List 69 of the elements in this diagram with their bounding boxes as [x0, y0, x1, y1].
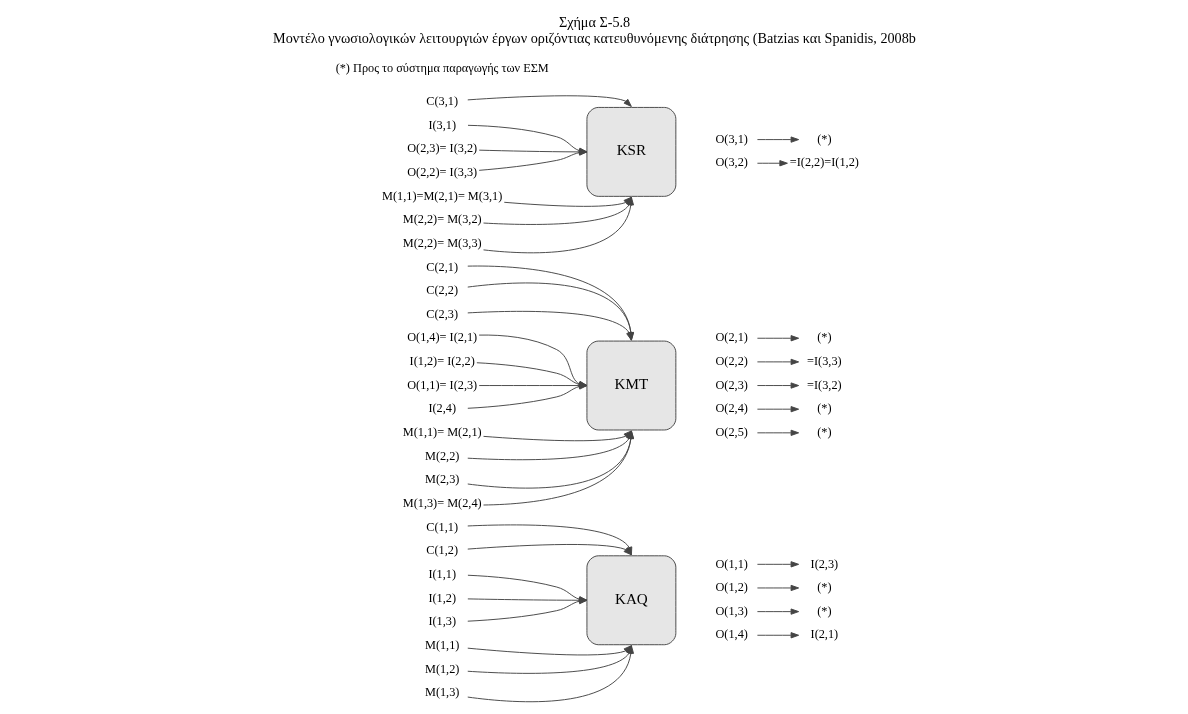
arrow — [756, 160, 788, 167]
arrow — [756, 632, 799, 639]
node-text: O(3,1) — [714, 131, 748, 146]
node-text: C(2,1) — [425, 259, 458, 274]
node-text: I(2,1) — [810, 627, 838, 642]
node-text: I(2,3) — [810, 556, 838, 571]
node-text: M(1,2) — [424, 661, 459, 676]
node-text: O(1,4)= I(2,1) — [406, 330, 477, 345]
node-text: O(2,2)= I(3,3) — [406, 164, 477, 179]
node-box: KAQ — [585, 555, 676, 646]
diagram-title: Σχήμα Σ-5.8 — [558, 14, 630, 31]
node-text: M(2,2) — [424, 448, 459, 463]
node-text: C(1,2) — [425, 543, 458, 558]
node-text: C(1,1) — [425, 519, 458, 534]
arrow — [756, 608, 799, 615]
node-text: O(1,3) — [714, 603, 748, 618]
node-box: KSR — [585, 106, 676, 197]
node-text: M(2,2)= M(3,2) — [402, 212, 482, 227]
node-text: M(2,3) — [424, 472, 459, 487]
label: (*) Προς το σύστημα παραγωγής των ΕΣΜ — [335, 60, 549, 75]
node-text: I(1,1) — [427, 566, 456, 581]
node-text: O(1,4) — [714, 627, 748, 642]
node-text: M(1,1)= M(2,1) — [402, 425, 482, 440]
node-box: KMT — [585, 340, 676, 431]
node-text: C(2,2) — [425, 283, 458, 298]
arrow — [756, 358, 799, 365]
node-text: O(2,4) — [714, 401, 748, 416]
node-text: (*) — [816, 401, 832, 416]
node-text: O(2,2) — [714, 354, 748, 369]
arrow — [466, 265, 634, 341]
arrow — [756, 406, 799, 413]
node-text: M(1,3) — [424, 685, 459, 700]
node-text: O(1,2) — [714, 580, 748, 595]
node-text: I(1,2)= I(2,2) — [409, 354, 475, 369]
node-text: I(1,3) — [427, 614, 456, 629]
node-text: M(1,1)=M(2,1)= M(3,1) — [381, 188, 502, 203]
arrow — [466, 95, 632, 107]
node-text: =I(2,2)=I(1,2) — [789, 155, 859, 170]
node-text: O(2,3) — [714, 377, 748, 392]
node-text: M(1,1) — [424, 637, 459, 652]
node-text: (*) — [816, 330, 832, 345]
node-text: M(2,2)= M(3,3) — [402, 235, 482, 250]
arrow — [466, 310, 632, 341]
node-text: O(2,1) — [714, 330, 748, 345]
arrow — [756, 584, 799, 592]
node-text: O(2,5) — [714, 425, 748, 440]
node-text: O(1,1) — [714, 556, 748, 571]
node-text: M(1,3)= M(2,4) — [402, 495, 482, 510]
arrow — [756, 561, 799, 568]
node-text: =I(3,3) — [806, 354, 842, 369]
caption: Μοντέλο γνωσιολογικών λειτουργιών έργων οριζόντιας κατευθυνόμενης διάτρησης (Batzias και Spanidis, 2008b — [272, 30, 916, 47]
node-text: (*) — [816, 131, 832, 146]
node-text: (*) — [816, 425, 832, 440]
node-text: I(3,1) — [427, 117, 456, 132]
arrow — [756, 429, 799, 436]
arrow — [756, 335, 799, 342]
arrow — [756, 382, 799, 389]
node-text: C(3,1) — [425, 93, 458, 108]
arrow — [756, 136, 799, 143]
node-text: (*) — [816, 603, 832, 618]
node-text: O(2,3)= I(3,2) — [406, 141, 477, 156]
node-text: O(3,2) — [714, 155, 748, 170]
node-text: (*) — [816, 580, 832, 595]
node-text: I(2,4) — [427, 401, 456, 416]
arrow — [466, 282, 634, 341]
node-text: O(1,1)= I(2,3) — [406, 377, 477, 392]
node-text: C(2,3) — [425, 306, 458, 321]
node-text: I(1,2) — [427, 590, 456, 605]
node-text: =I(3,2) — [806, 377, 842, 392]
